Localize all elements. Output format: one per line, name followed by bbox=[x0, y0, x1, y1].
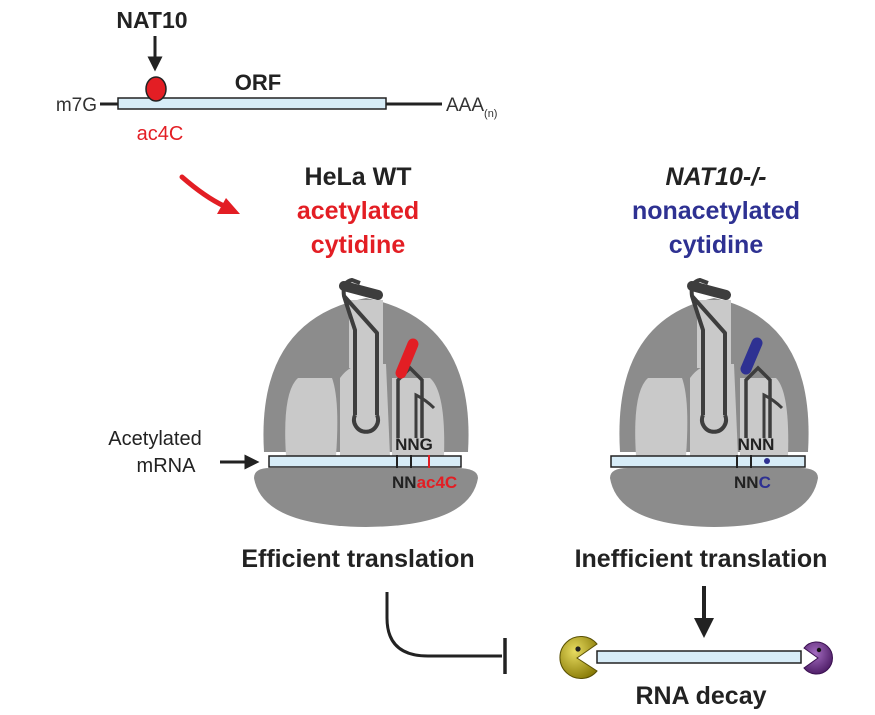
cap-label: m7G bbox=[56, 95, 97, 116]
ko-state-line2: cytidine bbox=[669, 231, 764, 259]
wt-p-site-slot bbox=[340, 364, 390, 456]
ko-e-site-slot bbox=[635, 378, 688, 456]
ko-small-subunit bbox=[610, 468, 818, 527]
rna-decay-label: RNA decay bbox=[635, 682, 766, 710]
ko-codon: NNC bbox=[734, 473, 771, 492]
exonuclease-3-eye bbox=[816, 647, 822, 653]
mrna-label-line1: Acetylated bbox=[108, 428, 201, 450]
ko-cytidine-mark bbox=[740, 337, 763, 375]
wt-state-line2: cytidine bbox=[311, 231, 406, 259]
ko-ribosome bbox=[610, 278, 818, 527]
ko-anticodon: NNN bbox=[738, 435, 775, 454]
orf-label: ORF bbox=[235, 70, 281, 95]
wt-a-site-trna-arm bbox=[414, 392, 436, 438]
wt-ribosome bbox=[254, 278, 478, 527]
wt-peptide-tail bbox=[339, 281, 383, 300]
ko-a-site-trna-arm bbox=[762, 392, 784, 438]
exonuclease-5-eye bbox=[575, 646, 581, 652]
exonuclease-3-icon bbox=[803, 641, 833, 675]
wt-outcome: Efficient translation bbox=[241, 545, 474, 573]
wt-p-site-trna bbox=[341, 278, 380, 434]
polya-label: AAA(n) bbox=[446, 95, 497, 120]
wt-anticodon: NNG bbox=[395, 435, 433, 454]
ko-peptide-tail bbox=[687, 281, 731, 300]
inhibition-line bbox=[385, 592, 502, 658]
wt-codon: NNac4C bbox=[392, 473, 457, 492]
ko-condition-title: NAT10-/- bbox=[666, 163, 767, 191]
mrna-label-line2: mRNA bbox=[137, 455, 197, 477]
wt-condition-title: HeLa WT bbox=[305, 163, 412, 191]
gene-schematic: NAT10 ORF m7G AAA(n) ac4C bbox=[56, 7, 498, 145]
decaying-mrna-bar bbox=[596, 650, 802, 664]
wt-small-subunit bbox=[254, 468, 478, 527]
ac4c-site-label: ac4C bbox=[137, 123, 184, 145]
wt-state-line1: acetylated bbox=[297, 197, 419, 225]
wt-ac4c-mark bbox=[395, 338, 419, 379]
ko-outcome: Inefficient translation bbox=[575, 545, 828, 573]
wt-e-site-slot bbox=[285, 378, 338, 456]
ko-cytidine-dot bbox=[764, 458, 770, 464]
ko-p-site-slot bbox=[690, 364, 738, 456]
wt-mrna-bar bbox=[268, 455, 462, 468]
ko-state-line1: nonacetylated bbox=[632, 197, 800, 225]
ac4c-site-dot bbox=[145, 76, 167, 102]
ko-mrna-bar bbox=[610, 455, 806, 468]
red-arrow-to-wt bbox=[179, 174, 240, 214]
nat10-label: NAT10 bbox=[116, 7, 187, 33]
ko-p-site-trna bbox=[689, 278, 728, 434]
wt-a-site-slot bbox=[392, 378, 445, 456]
exonuclease-5-icon bbox=[559, 636, 598, 679]
